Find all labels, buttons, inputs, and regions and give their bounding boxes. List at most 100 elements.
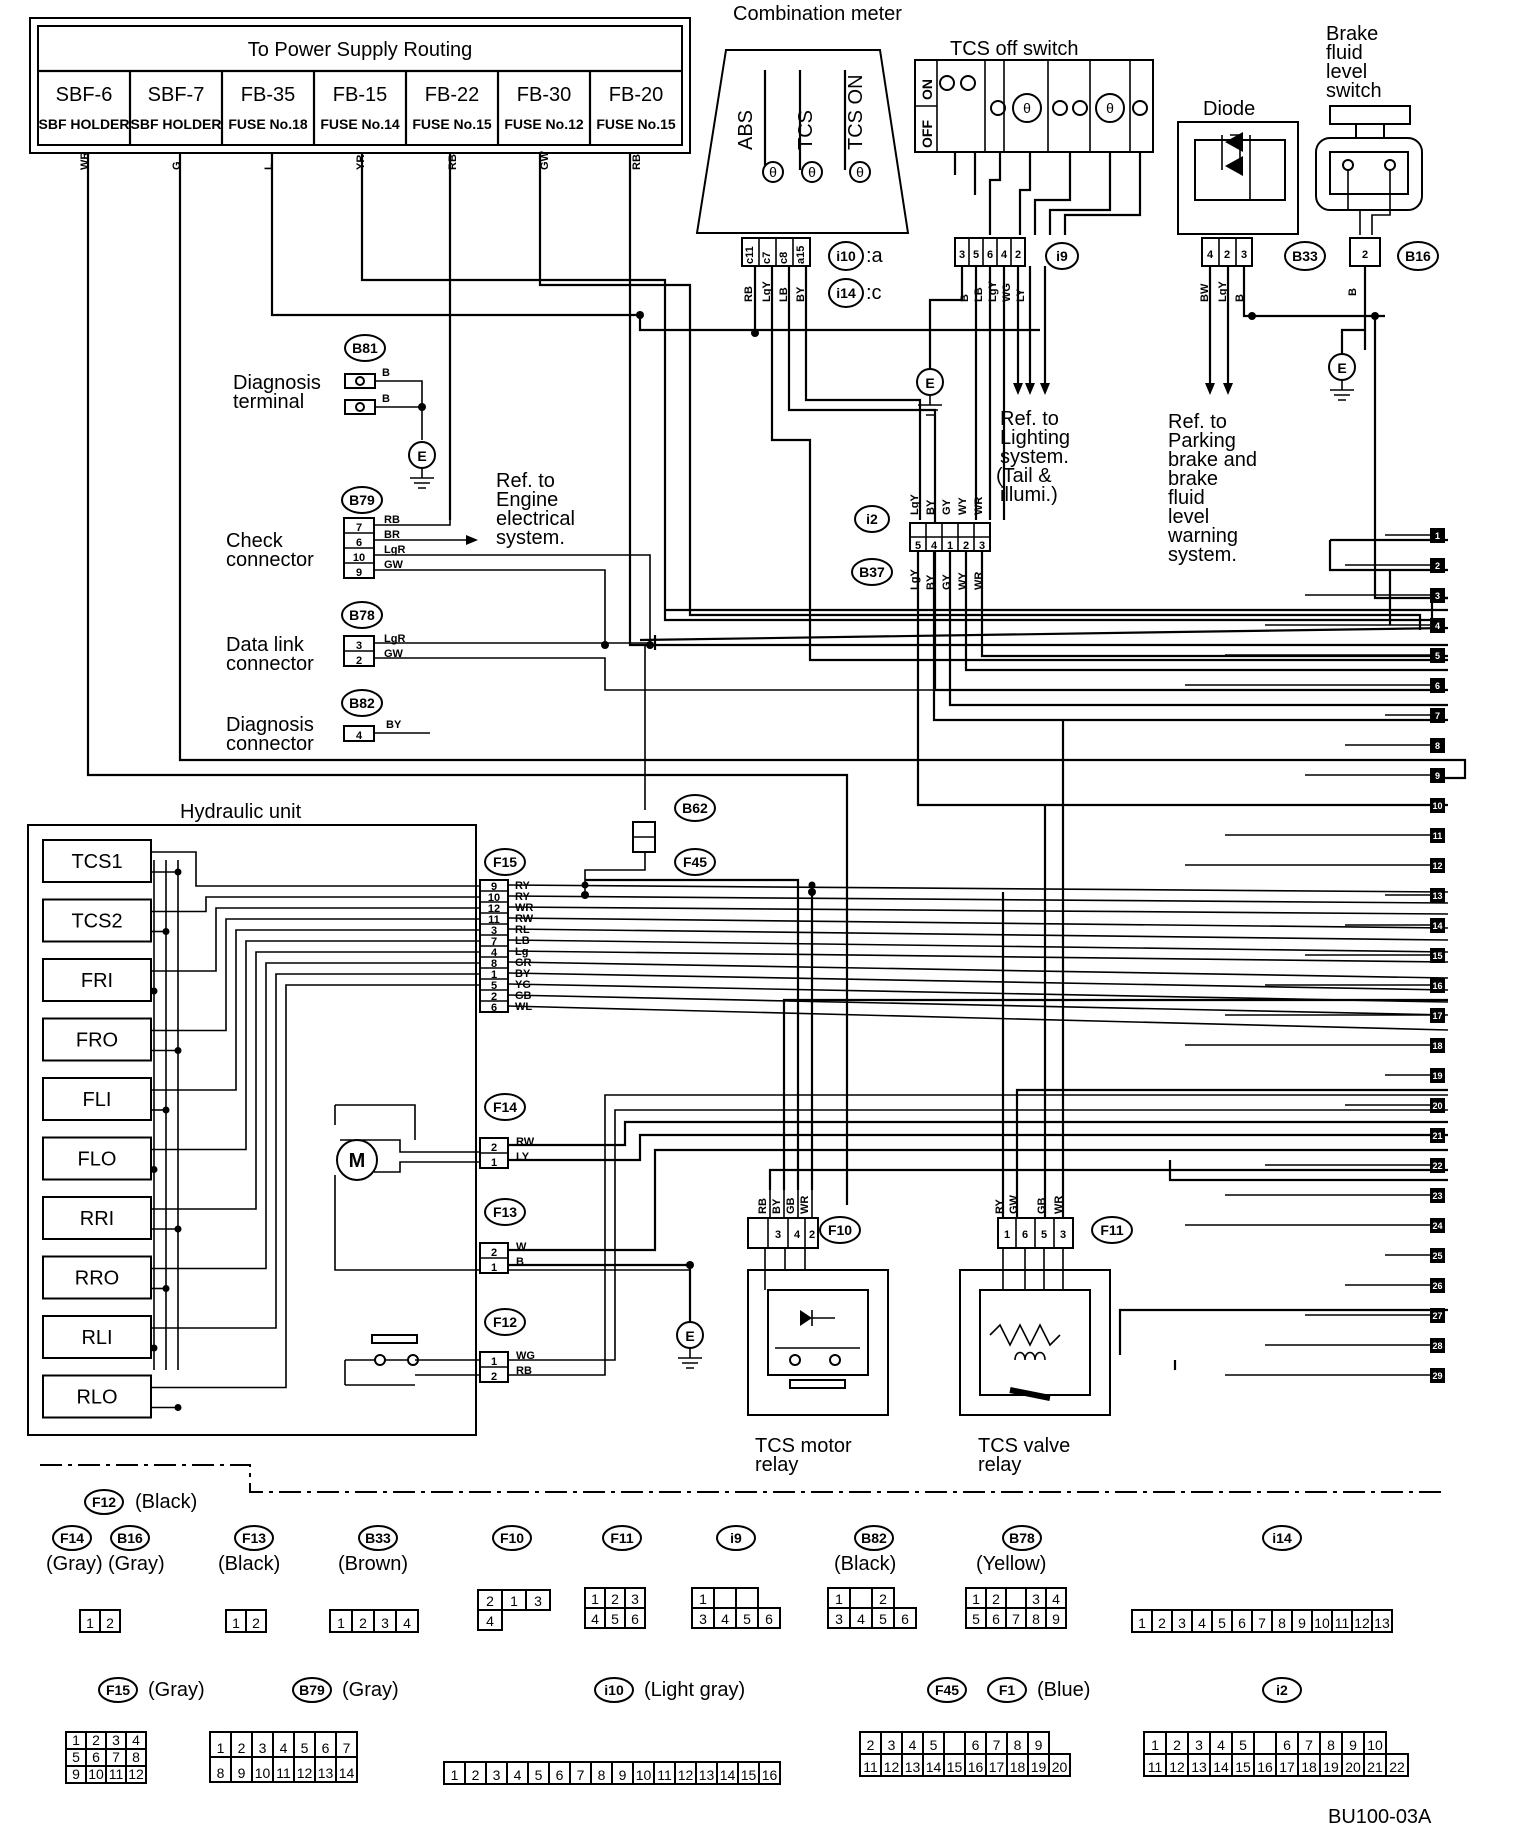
svg-text:7: 7 bbox=[356, 522, 362, 534]
legend-pin-label: 1 bbox=[1151, 1737, 1159, 1753]
legend-pin-label: 9 bbox=[1349, 1737, 1357, 1753]
fuse-name: FB-15 bbox=[333, 84, 387, 106]
wire-label: BY bbox=[386, 719, 402, 731]
terminal-marker bbox=[1430, 888, 1445, 903]
legend-color: (Gray) bbox=[148, 1679, 205, 1701]
legend-pin-cell bbox=[395, 1609, 419, 1633]
legend-pin-label: 4 bbox=[514, 1767, 522, 1783]
switch-lamp-symbol: θ bbox=[1023, 100, 1031, 116]
terminal-label: 16 bbox=[1432, 981, 1442, 991]
terminal-marker bbox=[1430, 1128, 1445, 1143]
terminal-label: 4 bbox=[1435, 621, 1440, 631]
legend-pin-label: 3 bbox=[699, 1611, 707, 1627]
combination-meter: Combination meter θ ABS θ TCS θ TCS ON c… bbox=[695, 3, 910, 308]
terminal-marker bbox=[1430, 1008, 1445, 1023]
terminal-label: 22 bbox=[1432, 1161, 1442, 1171]
legend-id: B33 bbox=[365, 1530, 391, 1546]
legend-pin-label: 4 bbox=[403, 1615, 411, 1631]
legend-pin-label: 8 bbox=[217, 1765, 225, 1781]
legend-pin-label: 11 bbox=[109, 1766, 124, 1782]
svg-text:BY: BY bbox=[795, 286, 807, 302]
legend-pin-cell bbox=[245, 1609, 267, 1633]
legend-pin-cell bbox=[758, 1761, 781, 1785]
svg-text:5: 5 bbox=[973, 249, 979, 261]
f15-pin: 8 bbox=[491, 958, 497, 970]
svg-text:1: 1 bbox=[947, 540, 953, 552]
switch-on-label: ON bbox=[919, 79, 935, 100]
tcs-motor-relay-label-2: relay bbox=[755, 1454, 798, 1476]
b33-wire-labels: BW LgY B bbox=[1199, 281, 1246, 302]
svg-text:WY: WY bbox=[957, 572, 969, 590]
legend-pin-label: 20 bbox=[1345, 1759, 1361, 1775]
fuse-wire-label: G bbox=[171, 161, 183, 170]
valve-box bbox=[42, 1136, 152, 1181]
terminal-marker bbox=[1430, 798, 1445, 813]
terminal-label: 7 bbox=[1435, 711, 1440, 721]
brake-fluid-level-switch: Brake fluid level switch 2 B16 B bbox=[1315, 23, 1439, 296]
terminal-label: 29 bbox=[1432, 1371, 1442, 1381]
legend-pin-cell bbox=[335, 1756, 358, 1783]
legend-pin-label: 10 bbox=[255, 1765, 271, 1781]
legend-pin-label: 6 bbox=[92, 1749, 100, 1765]
legend-pin-label: 17 bbox=[989, 1759, 1005, 1775]
valve-label: RLO bbox=[76, 1387, 117, 1409]
legend-pin-label: 2 bbox=[1173, 1737, 1181, 1753]
svg-text:Ref. to: Ref. to bbox=[496, 470, 555, 492]
terminal-marker bbox=[1430, 1038, 1445, 1053]
legend-pin-label: 18 bbox=[1010, 1759, 1026, 1775]
legend-pin-label: 9 bbox=[1035, 1737, 1043, 1753]
wire-label: B bbox=[516, 1256, 524, 1268]
connector-id-b82: B82 bbox=[349, 695, 375, 711]
legend-pin-label: 10 bbox=[1314, 1615, 1330, 1631]
legend-pin-label: 5 bbox=[1239, 1737, 1247, 1753]
svg-text:E: E bbox=[925, 375, 934, 391]
legend-pin-cell bbox=[624, 1607, 646, 1629]
relay-pin: 3 bbox=[1060, 1229, 1066, 1241]
tcs-motor-relay-label-1: TCS motor bbox=[755, 1435, 852, 1457]
svg-text:Ref. to: Ref. to bbox=[1168, 411, 1227, 433]
terminal-label: 17 bbox=[1432, 1011, 1442, 1021]
legend-pin-cell bbox=[943, 1731, 966, 1755]
legend-pin-label: 2 bbox=[992, 1591, 1000, 1607]
legend-pin-label: 10 bbox=[636, 1767, 652, 1783]
legend-pin-label: 7 bbox=[343, 1740, 351, 1756]
legend-pin-label: 2 bbox=[92, 1732, 100, 1748]
terminal-label: 6 bbox=[1435, 681, 1440, 691]
fuse-name: FB-20 bbox=[609, 84, 663, 106]
legend-id: B78 bbox=[1009, 1530, 1035, 1546]
legend-pin-label: 5 bbox=[535, 1767, 543, 1783]
ground-symbol: E bbox=[676, 1300, 704, 1369]
fuse-sub: FUSE No.15 bbox=[596, 116, 676, 132]
connector-id-b33: B33 bbox=[1292, 248, 1318, 264]
legend-pin-label: 19 bbox=[1323, 1759, 1339, 1775]
terminal-label: 27 bbox=[1432, 1311, 1442, 1321]
legend-color: (Yellow) bbox=[976, 1553, 1046, 1575]
svg-text:RB: RB bbox=[743, 286, 755, 302]
legend-color: (Blue) bbox=[1037, 1679, 1090, 1701]
svg-text:GB: GB bbox=[785, 1197, 797, 1214]
tcs-off-switch: TCS off switch ON OFF θ θ 3 5 6 4 2 i9 B… bbox=[914, 38, 1154, 506]
f12-pin: 1 bbox=[491, 1356, 497, 1368]
legend-pin-label: 6 bbox=[631, 1611, 639, 1627]
connector-id-i2: i2 bbox=[866, 511, 878, 527]
legend-pin-label: 1 bbox=[972, 1591, 980, 1607]
legend-pin-label: 20 bbox=[1052, 1759, 1068, 1775]
meter-lamp-tcs: θ TCS bbox=[795, 70, 823, 183]
f15-wire-label: LB bbox=[515, 935, 530, 947]
terminal-label: 21 bbox=[1432, 1131, 1442, 1141]
fuse-sub: FUSE No.15 bbox=[412, 116, 492, 132]
terminal-marker bbox=[1430, 858, 1445, 873]
legend-pin-label: 3 bbox=[259, 1740, 267, 1756]
terminal-label: 10 bbox=[1432, 801, 1442, 811]
terminal-marker bbox=[1430, 948, 1445, 963]
legend-color: (Black) bbox=[135, 1491, 197, 1513]
b79-pins: 7 6 10 9 bbox=[353, 522, 365, 579]
meter-connector-pins: c11 c7 c8 a15 bbox=[744, 246, 807, 264]
legend-pin-label: 1 bbox=[232, 1615, 240, 1631]
legend-id: F12 bbox=[92, 1494, 116, 1510]
svg-text:4: 4 bbox=[1001, 249, 1008, 261]
f15-pin: 5 bbox=[491, 980, 497, 992]
b16-wire-label: B bbox=[1347, 288, 1359, 296]
terminal-label: 24 bbox=[1432, 1221, 1442, 1231]
